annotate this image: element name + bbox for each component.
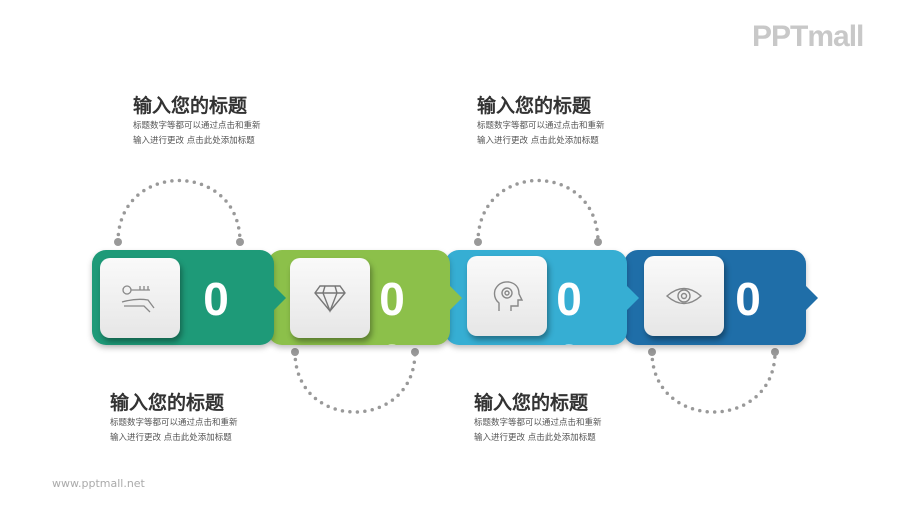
block-desc-line1: 标题数字等都可以通过点击和重新 [474,418,602,428]
step-number: 04 [735,273,761,345]
step-number: 01 [203,273,229,345]
block-desc-line2: 输入进行更改 点击此处添加标题 [110,433,232,443]
arc-bottom-2 [293,350,417,414]
step-number: 03 [556,273,582,345]
block-title: 输入您的标题 [110,392,225,414]
footer-url: www.pptmall.net [52,477,145,490]
step-card-2: 02 [268,250,462,345]
block-desc-line1: 标题数字等都可以通过点击和重新 [133,121,261,131]
diamond-icon [314,285,346,313]
block-title: 输入您的标题 [474,392,589,414]
eye-icon [665,287,703,305]
block-title: 输入您的标题 [133,95,248,117]
block-desc-line1: 标题数字等都可以通过点击和重新 [110,418,238,428]
key-hand-icon [121,285,155,313]
block-desc-line1: 标题数字等都可以通过点击和重新 [477,121,605,131]
arc-top-1 [116,178,242,244]
step-number: 02 [379,273,405,345]
block-desc-line2: 输入进行更改 点击此处添加标题 [474,433,596,443]
block-title: 输入您的标题 [477,95,592,117]
block-desc-line2: 输入进行更改 点击此处添加标题 [477,136,599,146]
logo: PPTmall [752,20,864,53]
step-card-3: 03 [445,250,639,345]
step-card-4: 04 [624,250,818,345]
arc-top-3 [476,178,600,244]
head-gear-icon [493,281,524,311]
arc-bottom-4 [650,350,777,414]
block-desc-line2: 输入进行更改 点击此处添加标题 [133,136,255,146]
step-card-1: 01 [92,250,286,345]
